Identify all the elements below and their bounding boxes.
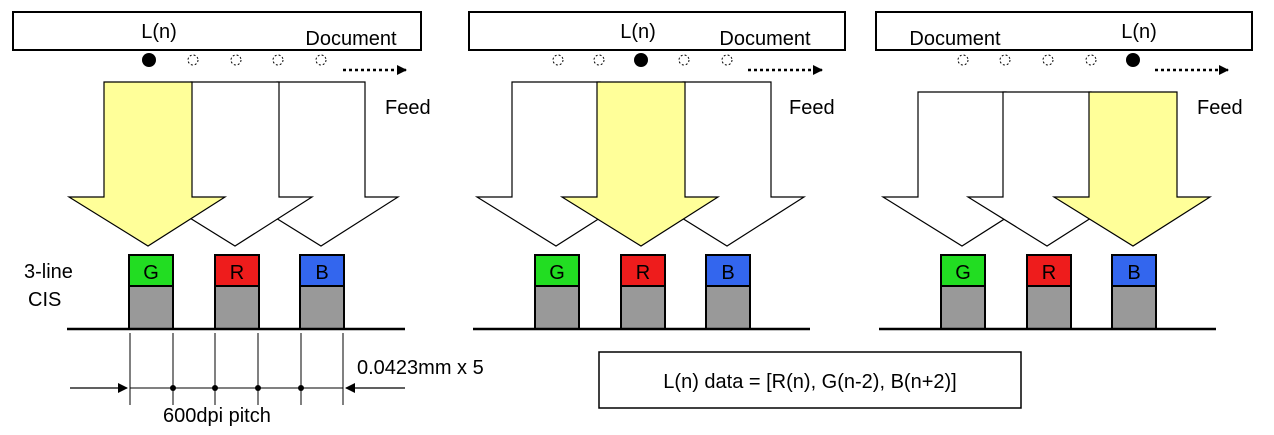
line-label: L(n) bbox=[1121, 21, 1157, 43]
sensor-b-letter: B bbox=[721, 262, 734, 284]
line-label: L(n) bbox=[620, 21, 656, 43]
sensor-r-letter: R bbox=[230, 262, 244, 284]
sensor-g: G bbox=[128, 254, 174, 330]
current-line-dot bbox=[1126, 53, 1140, 67]
sensor-g-letter: G bbox=[955, 262, 971, 284]
pitch-ticks bbox=[129, 333, 344, 405]
sensor-g-letter: G bbox=[549, 262, 565, 284]
pitch-label: 600dpi pitch bbox=[163, 405, 271, 427]
pending-line-dots bbox=[187, 54, 327, 66]
formula-box: L(n) data = [R(n), G(n-2), B(n+2)] bbox=[598, 351, 1022, 409]
document-label: Document bbox=[719, 28, 811, 50]
sensor-g-letter: G bbox=[143, 262, 159, 284]
sensor-r-letter: R bbox=[1042, 262, 1056, 284]
feed-label: Feed bbox=[1197, 97, 1243, 119]
sensor-r-letter: R bbox=[636, 262, 650, 284]
document-strip bbox=[468, 11, 846, 51]
scan-arrow-g-highlighted bbox=[66, 81, 228, 247]
pitch-dots bbox=[170, 385, 304, 391]
distance-label: 0.0423mm x 5 bbox=[357, 357, 484, 379]
sensor-r: R bbox=[214, 254, 260, 330]
sensor-g: G bbox=[940, 254, 986, 330]
pending-line-dots bbox=[957, 54, 1097, 66]
cis-label-line1: 3-line bbox=[24, 261, 73, 283]
feed-label: Feed bbox=[385, 97, 431, 119]
formula-text: L(n) data = [R(n), G(n-2), B(n+2)] bbox=[663, 371, 956, 393]
sensor-b: B bbox=[299, 254, 345, 330]
current-line-dot bbox=[634, 53, 648, 67]
scan-arrow-r-highlighted bbox=[559, 81, 721, 247]
sensor-r: R bbox=[620, 254, 666, 330]
document-label: Document bbox=[909, 28, 1001, 50]
sensor-b-letter: B bbox=[1127, 262, 1140, 284]
cis-label-line2: CIS bbox=[28, 289, 61, 311]
pending-line-dots bbox=[552, 54, 733, 66]
sensor-b: B bbox=[705, 254, 751, 330]
document-label: Document bbox=[305, 28, 397, 50]
sensor-b: B bbox=[1111, 254, 1157, 330]
panel-1: L(n) Document Feed 3-line CIS G R bbox=[12, 11, 484, 427]
sensor-g: G bbox=[534, 254, 580, 330]
document-strip bbox=[12, 11, 422, 51]
scan-arrow-b-highlighted bbox=[1051, 91, 1213, 247]
document-strip bbox=[875, 11, 1253, 51]
feed-label: Feed bbox=[789, 97, 835, 119]
panel-3: L(n) Document Feed G R B bbox=[875, 11, 1253, 331]
sensor-r: R bbox=[1026, 254, 1072, 330]
panel-2: L(n) Document Feed G R B bbox=[468, 11, 846, 331]
current-line-dot bbox=[142, 53, 156, 67]
line-label: L(n) bbox=[141, 21, 177, 43]
sensor-b-letter: B bbox=[315, 262, 328, 284]
